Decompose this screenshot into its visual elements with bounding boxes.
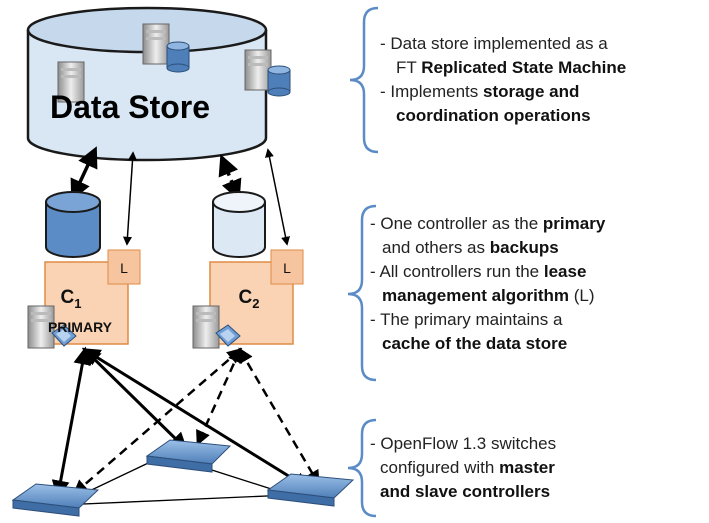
cache-cylinder-backup [212, 191, 266, 258]
cache-link-primary [70, 146, 98, 201]
lease-badge-c2 [270, 249, 304, 285]
master-links [51, 346, 312, 499]
switch-icon [266, 473, 355, 507]
annotation-text: configured with [380, 458, 500, 477]
annotation-line: FT Replicated State Machine [380, 56, 626, 80]
controller-server-icon [192, 305, 220, 349]
annotation-line: - Implements storage and [380, 80, 626, 104]
server-icon [244, 49, 272, 91]
controller-server-icon [27, 305, 55, 349]
annotation-line: and others as backups [370, 236, 605, 260]
annotation-line: - All controllers run the lease [370, 260, 605, 284]
annotation-bold-text: master [499, 458, 555, 477]
annotation-bold-text: storage and [482, 82, 580, 101]
lease-badge-c2-label: L [283, 260, 291, 276]
annotation-text: FT [396, 58, 422, 77]
switch-icon [145, 439, 232, 473]
annotation-line: and slave controllers [370, 480, 556, 504]
primary-label: PRIMARY [48, 319, 113, 335]
switch-notes: - OpenFlow 1.3 switches configured with m… [370, 432, 556, 504]
annotation-text: - The primary maintains a [370, 310, 563, 329]
lease-link-c2 [265, 148, 290, 246]
annotation-line: configured with master [370, 456, 556, 480]
annotation-text: - One controller as the [370, 214, 543, 233]
server-icon [142, 23, 170, 65]
annotation-line: - The primary maintains a [370, 308, 605, 332]
annotation-line: - Data store implemented as a [380, 32, 626, 56]
controller-c2-name: C2 [239, 287, 260, 311]
switch-icon [11, 483, 100, 517]
lease-badge-c1-label: L [120, 260, 128, 276]
annotation-bold-text: coordination operations [396, 106, 591, 125]
brace-switches [347, 418, 377, 518]
lease-badge-c1 [107, 249, 141, 285]
annotation-bold-text: and slave controllers [380, 482, 551, 501]
data-store-label: Data Store [50, 89, 210, 125]
lease-link-c1 [122, 151, 138, 246]
server-icon [57, 61, 85, 103]
annotation-bold-text: lease [543, 262, 587, 281]
annotation-text: - OpenFlow 1.3 switches [370, 434, 557, 453]
annotation-text: - All controllers run the [370, 262, 544, 281]
brace-controllers [347, 204, 377, 382]
brace-data-store [349, 6, 379, 154]
data-store-notes: - Data store implemented as a FT Replicat… [380, 32, 626, 128]
data-store-cylinder [26, 6, 268, 162]
annotation-bold-text: Replicated State Machine [421, 58, 627, 77]
slave-links [72, 347, 320, 495]
annotation-bold-text: backups [489, 238, 559, 257]
annotation-text: - Data store implemented as a [380, 34, 608, 53]
annotation-bold-text: primary [542, 214, 606, 233]
annotation-line: - One controller as the primary [370, 212, 605, 236]
cache-cylinder-primary [45, 191, 101, 258]
annotation-text: (L) [569, 286, 595, 305]
controller-module-icon [215, 324, 241, 347]
annotation-bold-text: cache of the data store [382, 334, 568, 353]
annotation-line: cache of the data store [370, 332, 605, 356]
database-icon [267, 65, 291, 97]
annotation-line: coordination operations [380, 104, 626, 128]
annotation-line: management algorithm (L) [370, 284, 605, 308]
controller-c1-name: C1 [61, 287, 82, 311]
annotation-line: - OpenFlow 1.3 switches [370, 432, 556, 456]
annotation-bold-text: management algorithm [382, 286, 570, 305]
annotation-text: and others as [382, 238, 490, 257]
database-icon [166, 41, 190, 73]
controller-module-icon [51, 324, 77, 347]
annotation-text: - Implements [380, 82, 483, 101]
